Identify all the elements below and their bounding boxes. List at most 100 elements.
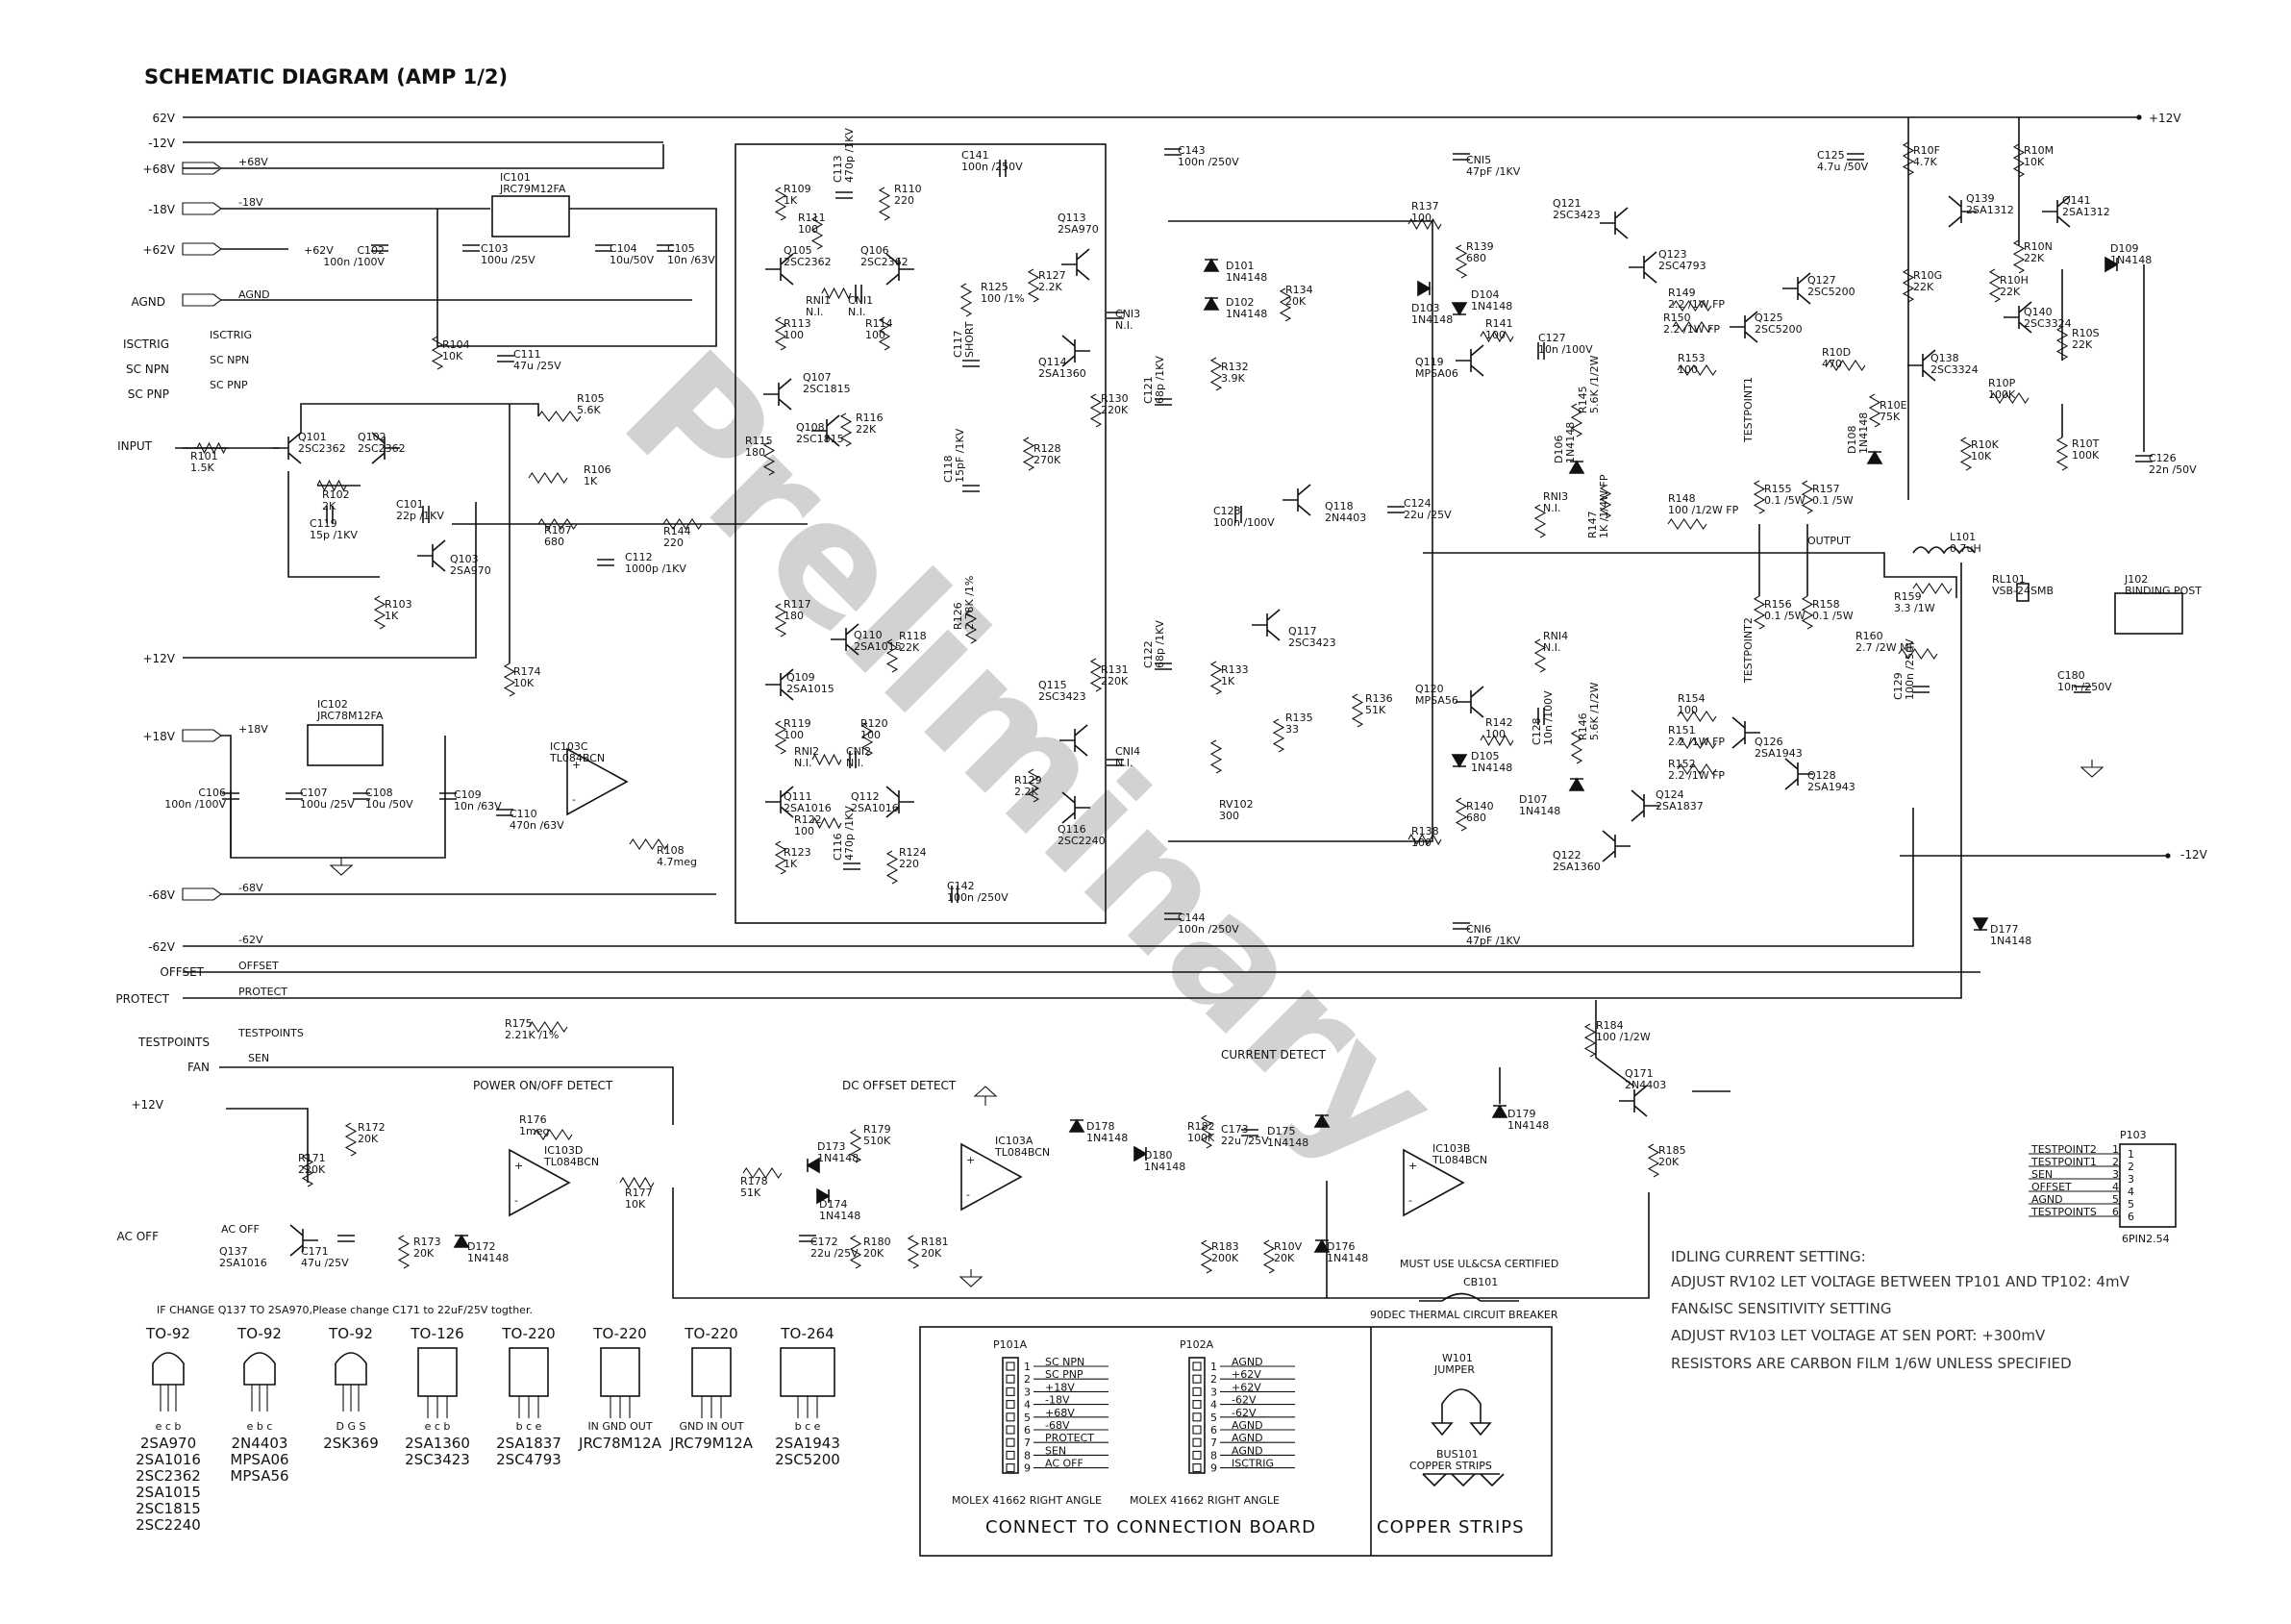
connector-tab — [182, 242, 222, 256]
component-value: 2SC2240 — [1058, 835, 1106, 847]
component-value: 2SC3324 — [1930, 363, 1979, 376]
component-ref: D180 — [1144, 1149, 1172, 1162]
component-value: 51K — [1365, 704, 1386, 716]
component-value: 100 — [794, 825, 814, 837]
resistor-symbol — [1667, 518, 1707, 530]
component-value: 22u /25V — [1221, 1135, 1269, 1147]
component-value: 47pF /1KV — [1466, 935, 1521, 947]
component-ref: R115 — [745, 435, 773, 447]
component-value: 0.1 /5W — [1812, 610, 1854, 622]
header-pin-net: AGND — [2031, 1193, 2063, 1206]
page-title: SCHEMATIC DIAGRAM (AMP 1/2) — [144, 65, 508, 88]
component-ref: C109 — [454, 788, 482, 801]
package-outline — [417, 1347, 458, 1397]
component-value: 2K — [322, 500, 336, 512]
component-value: 2SA1943 — [1807, 781, 1855, 793]
component-value: 10n /63V — [454, 800, 502, 812]
package-pins: GND IN OUT — [679, 1420, 743, 1433]
component-ref: R118 — [899, 630, 927, 642]
component-ref: RNI1 — [806, 294, 831, 307]
component-value: 680 — [544, 536, 564, 548]
component-value: 2SC2362 — [784, 256, 832, 268]
header-pin-net: +18V — [1045, 1381, 1075, 1393]
component-ref: C180 — [2057, 669, 2085, 682]
header-pin-number: 9 — [1210, 1462, 1217, 1475]
transistor-symbol — [1456, 344, 1484, 377]
resistor-symbol — [774, 603, 787, 637]
package-part: 2SC3423 — [405, 1451, 470, 1468]
component-value: 20K — [863, 1247, 884, 1260]
component-ref: R114 — [865, 317, 893, 330]
component-ref: R140 — [1466, 800, 1494, 812]
resistor-symbol — [1407, 833, 1442, 846]
component-value: 200K — [1211, 1252, 1239, 1264]
package-leads — [342, 1385, 360, 1412]
opamp-plus: + — [1408, 1160, 1417, 1172]
component-ref: D172 — [467, 1240, 495, 1253]
component-ref: C103 — [481, 242, 509, 255]
resistor-symbol — [885, 850, 899, 885]
capacitor-symbol — [462, 244, 480, 252]
header-pin-net: -62V — [1232, 1394, 1257, 1407]
component-value: 100n /250V — [961, 161, 1023, 173]
package-name: TO-220 — [592, 1325, 646, 1342]
component-ref: Q138 — [1930, 352, 1959, 364]
component-value: 1N4148 — [1471, 300, 1512, 312]
component-ref: R177 — [625, 1187, 653, 1199]
component-value: 2SA1016 — [784, 802, 832, 814]
package-pins: b c e — [516, 1420, 542, 1433]
diode-symbol — [1451, 302, 1468, 316]
resistor-symbol — [1455, 797, 1468, 832]
component-value: 1N4148 — [1327, 1252, 1368, 1264]
package-name: TO-220 — [501, 1325, 555, 1342]
component-value: 2SA1312 — [1966, 204, 2014, 216]
capacitor-symbol — [326, 506, 334, 523]
resistor-symbol — [528, 472, 568, 484]
component-value: 10u /50V — [365, 798, 413, 811]
notes-block: IDLING CURRENT SETTING: ADJUST RV102 LET… — [1671, 1248, 2130, 1372]
component-value: 0.1 /5W — [1764, 494, 1805, 507]
resistor-symbol — [629, 838, 669, 850]
component-value: 4.7u /50V — [1817, 161, 1869, 173]
resistor-symbol — [774, 316, 787, 351]
header-pin — [1006, 1437, 1015, 1447]
bus-strips-symbol — [1422, 1473, 1505, 1487]
resistor-symbol — [537, 518, 578, 530]
package-name: TO-126 — [410, 1325, 463, 1342]
component-ref: C144 — [1178, 912, 1206, 924]
resistor-symbol — [762, 441, 776, 476]
package-part: 2SA1016 — [136, 1451, 201, 1468]
package-outline — [691, 1347, 732, 1397]
component-value: 2.2K — [1038, 281, 1062, 293]
package-part: 2SA970 — [140, 1435, 196, 1452]
cb101-ref: CB101 — [1463, 1276, 1498, 1288]
header-pin-number: 3 — [1210, 1386, 1217, 1398]
component-ref: R141 — [1485, 317, 1513, 330]
resistor-symbol — [431, 336, 444, 370]
component-ref: Q110 — [854, 629, 883, 641]
component-value: 100n /250V — [947, 891, 1009, 904]
